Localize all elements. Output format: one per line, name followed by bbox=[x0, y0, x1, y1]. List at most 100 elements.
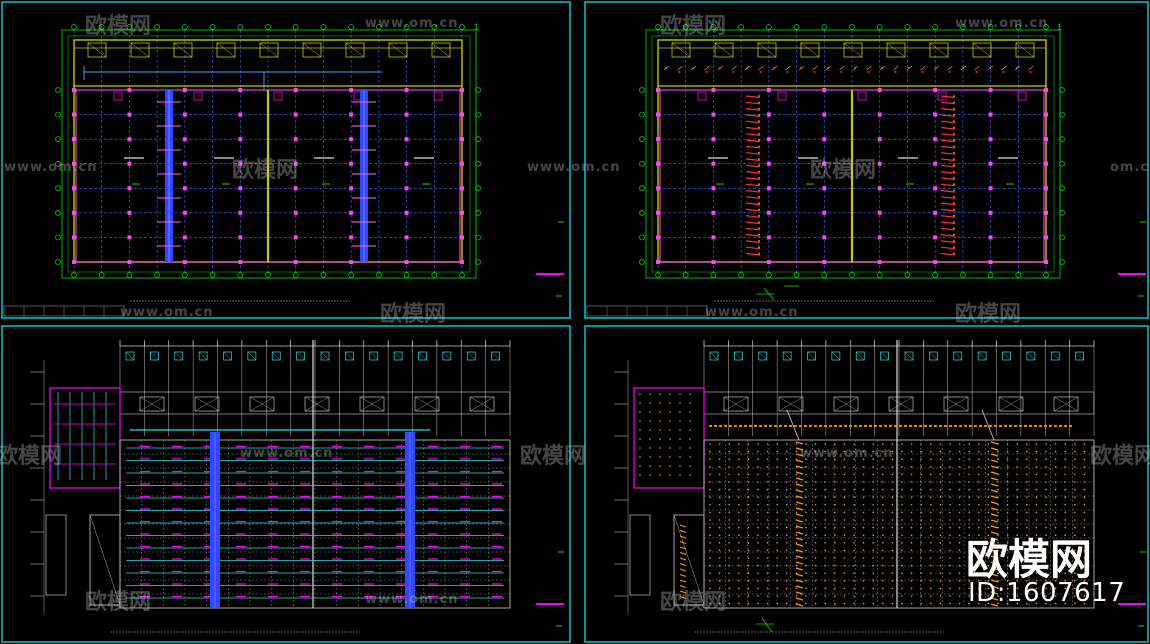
sprinkler-head bbox=[1083, 557, 1086, 559]
sprinkler-head bbox=[824, 549, 826, 552]
column bbox=[877, 235, 882, 240]
sprinkler-head bbox=[786, 542, 788, 544]
sprinkler-head bbox=[718, 511, 721, 514]
shaft-box-x bbox=[723, 396, 749, 412]
sprinkler-head bbox=[968, 557, 970, 559]
sprinkler-head bbox=[758, 214, 760, 217]
sprinkler-head bbox=[1006, 511, 1009, 514]
sprinkler-head bbox=[872, 481, 874, 483]
sprinkler-head bbox=[968, 466, 970, 468]
sprinkler-head bbox=[862, 587, 865, 590]
sprinkler-head bbox=[709, 572, 711, 574]
sprinkler-head bbox=[757, 595, 759, 597]
sprinkler-branch bbox=[745, 196, 761, 199]
sprinkler-head bbox=[997, 549, 999, 552]
sprinkler-head bbox=[1083, 564, 1086, 567]
sprinkler-head bbox=[834, 443, 836, 445]
sprinkler-head bbox=[978, 458, 980, 461]
sprinkler-head bbox=[795, 473, 798, 476]
vent-box-x bbox=[880, 351, 889, 361]
sprinkler-branch bbox=[745, 183, 761, 187]
sprinkler-head bbox=[824, 542, 826, 544]
sprinkler-head bbox=[930, 549, 932, 552]
vent-box-x bbox=[807, 351, 816, 361]
sprinkler-head bbox=[776, 496, 778, 499]
axis-bubble bbox=[1059, 210, 1065, 216]
axis-bubble bbox=[126, 24, 133, 30]
axis-bubble bbox=[431, 272, 438, 278]
sprinkler-branch bbox=[677, 65, 683, 71]
sprinkler-head bbox=[659, 456, 661, 458]
sprinkler-head bbox=[1054, 511, 1057, 514]
sprinkler-head bbox=[910, 473, 913, 476]
sprinkler-head bbox=[776, 587, 778, 590]
sprinkler-head bbox=[689, 474, 691, 476]
column bbox=[877, 260, 882, 264]
sprinkler-head bbox=[862, 602, 865, 605]
sprinkler-head bbox=[920, 481, 922, 483]
sprinkler-head bbox=[1074, 519, 1076, 521]
leader-line bbox=[786, 409, 800, 441]
sprinkler-head bbox=[1026, 534, 1028, 536]
column bbox=[460, 260, 464, 264]
sprinkler-head bbox=[757, 572, 759, 574]
axis-bubble bbox=[55, 136, 61, 142]
vent-box bbox=[1050, 351, 1060, 361]
sprinkler-branch bbox=[990, 441, 999, 445]
axis-bubble bbox=[1059, 111, 1065, 118]
sprinkler-head bbox=[949, 473, 951, 476]
sprinkler-branch bbox=[795, 603, 804, 607]
sprinkler-head bbox=[1026, 602, 1028, 605]
sprinkler-head bbox=[987, 549, 990, 552]
sprinkler-head bbox=[1006, 466, 1009, 468]
sprinkler-head bbox=[1045, 443, 1047, 445]
column bbox=[933, 210, 938, 215]
sprinkler-branch bbox=[947, 65, 953, 71]
sprinkler-head bbox=[718, 466, 721, 468]
sprinkler-head bbox=[882, 595, 884, 597]
sprinkler-head bbox=[689, 438, 691, 440]
sprinkler-head bbox=[766, 488, 769, 491]
column bbox=[656, 186, 660, 191]
sprinkler-head bbox=[669, 474, 671, 476]
sprinkler-head bbox=[978, 481, 980, 483]
sprinkler-head bbox=[882, 564, 884, 567]
vent-box-x bbox=[1026, 351, 1036, 361]
sprinkler-head bbox=[1006, 595, 1009, 597]
column bbox=[656, 260, 660, 264]
sprinkler-head bbox=[679, 456, 681, 458]
sprinkler-head bbox=[901, 526, 903, 529]
sprinkler-head bbox=[1006, 602, 1009, 605]
sprinkler-head bbox=[987, 580, 990, 582]
sprinkler-head bbox=[649, 420, 651, 422]
sprinkler-head bbox=[1016, 602, 1018, 605]
sprinkler-head bbox=[949, 488, 951, 491]
sprinkler-head bbox=[949, 443, 951, 445]
axis-bubble bbox=[475, 111, 481, 118]
sprinkler-head bbox=[738, 496, 740, 499]
column bbox=[822, 112, 827, 117]
sprinkler-head bbox=[758, 227, 760, 230]
sprinkler-head bbox=[766, 496, 769, 499]
sprinkler-head bbox=[1064, 496, 1066, 499]
column bbox=[293, 210, 298, 215]
sprinkler-head bbox=[901, 473, 903, 476]
sprinkler-head bbox=[1026, 511, 1028, 514]
sprinkler-head bbox=[930, 602, 932, 605]
sprinkler-head bbox=[939, 595, 942, 597]
sprinkler-branch bbox=[795, 579, 804, 583]
sprinkler-head bbox=[1074, 595, 1076, 597]
vent-box-x bbox=[1002, 351, 1011, 361]
sprinkler-branch bbox=[795, 531, 804, 535]
door-swing bbox=[757, 42, 777, 58]
sprinkler-head bbox=[853, 534, 855, 536]
sprinkler-branch bbox=[990, 465, 999, 469]
sprinkler-head bbox=[1054, 602, 1057, 605]
sprinkler-head bbox=[1054, 564, 1057, 567]
sprinkler-head bbox=[920, 557, 922, 559]
sprinkler-head bbox=[786, 71, 789, 73]
shaft-box bbox=[194, 396, 220, 412]
sprinkler-head bbox=[882, 488, 884, 491]
sprinkler-head bbox=[758, 120, 760, 123]
column bbox=[460, 235, 464, 240]
